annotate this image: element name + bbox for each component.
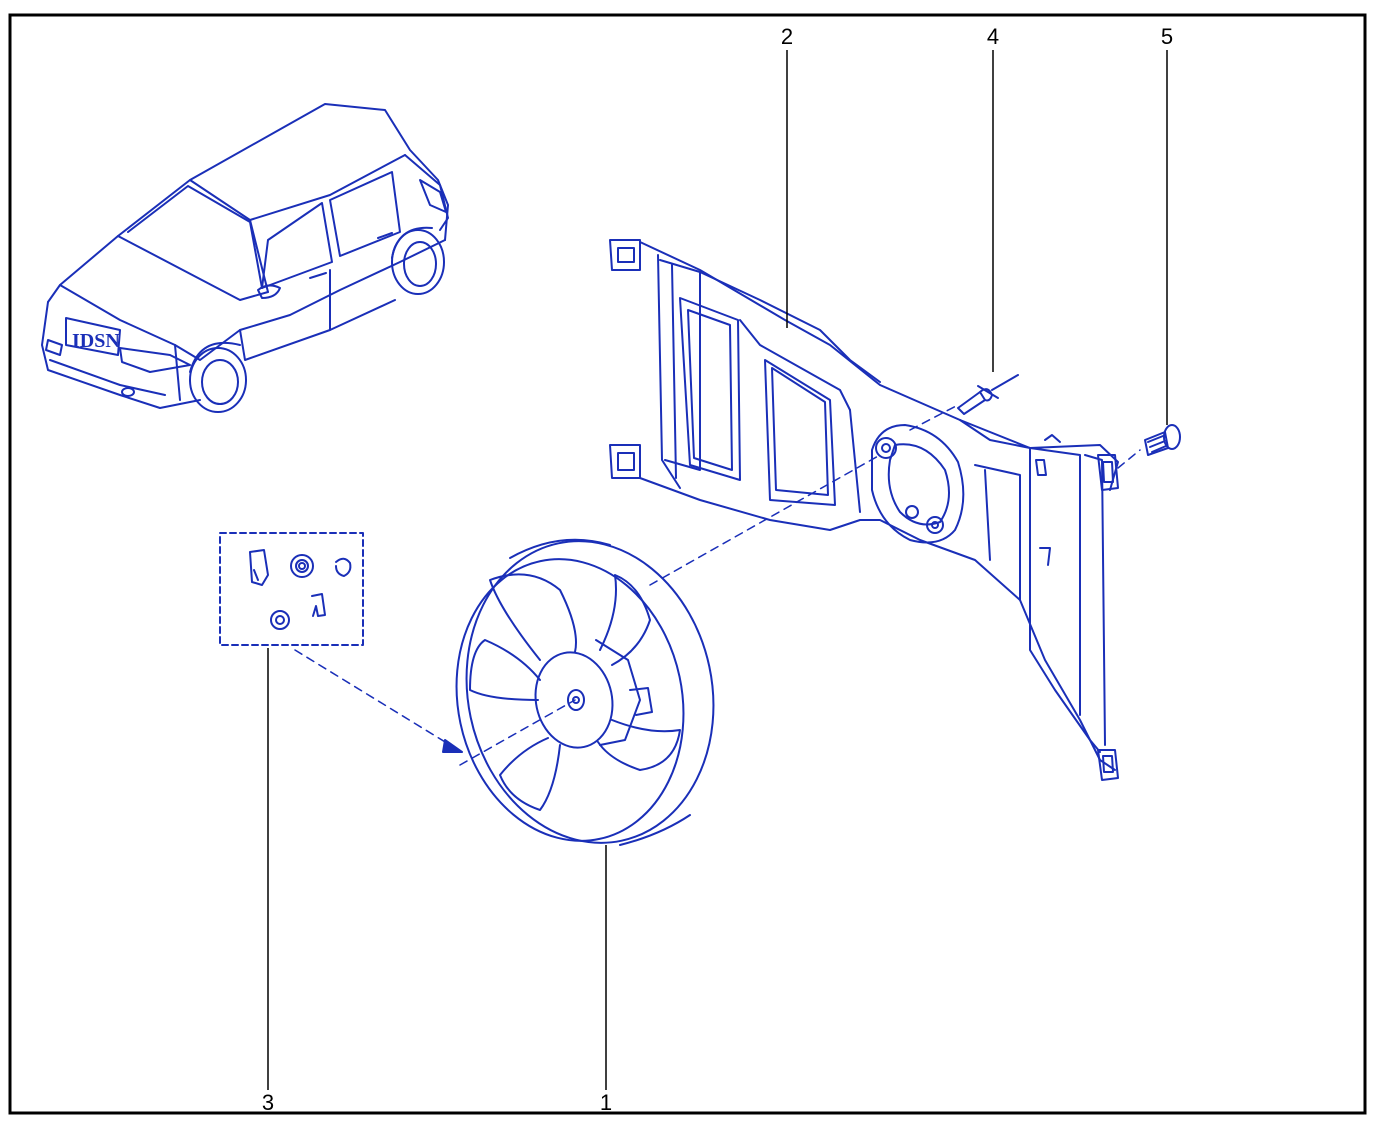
hardware-kit-dashed-box xyxy=(219,532,364,646)
assembly-arrow-icon xyxy=(442,739,463,753)
callout-label-1: 1 xyxy=(599,1090,613,1115)
rivet-illustration xyxy=(957,374,1019,415)
hardware-kit-illustration xyxy=(219,532,364,646)
callout-label-5: 5 xyxy=(1160,24,1174,49)
diagram-frame xyxy=(8,13,1367,1115)
svg-text:IDSN: IDSN xyxy=(72,330,120,352)
bolt-illustration xyxy=(1144,424,1181,456)
callout-label-2: 2 xyxy=(780,24,794,49)
callout-leader-lines xyxy=(267,50,1168,1090)
callout-label-3: 3 xyxy=(261,1090,275,1115)
callout-label-4: 4 xyxy=(986,24,1000,49)
fan-shroud-bracket-illustration xyxy=(609,239,1119,781)
vehicle-illustration: IDSN xyxy=(41,103,449,413)
cooling-fan-illustration xyxy=(455,538,715,846)
assembly-guide-lines xyxy=(294,404,1141,766)
